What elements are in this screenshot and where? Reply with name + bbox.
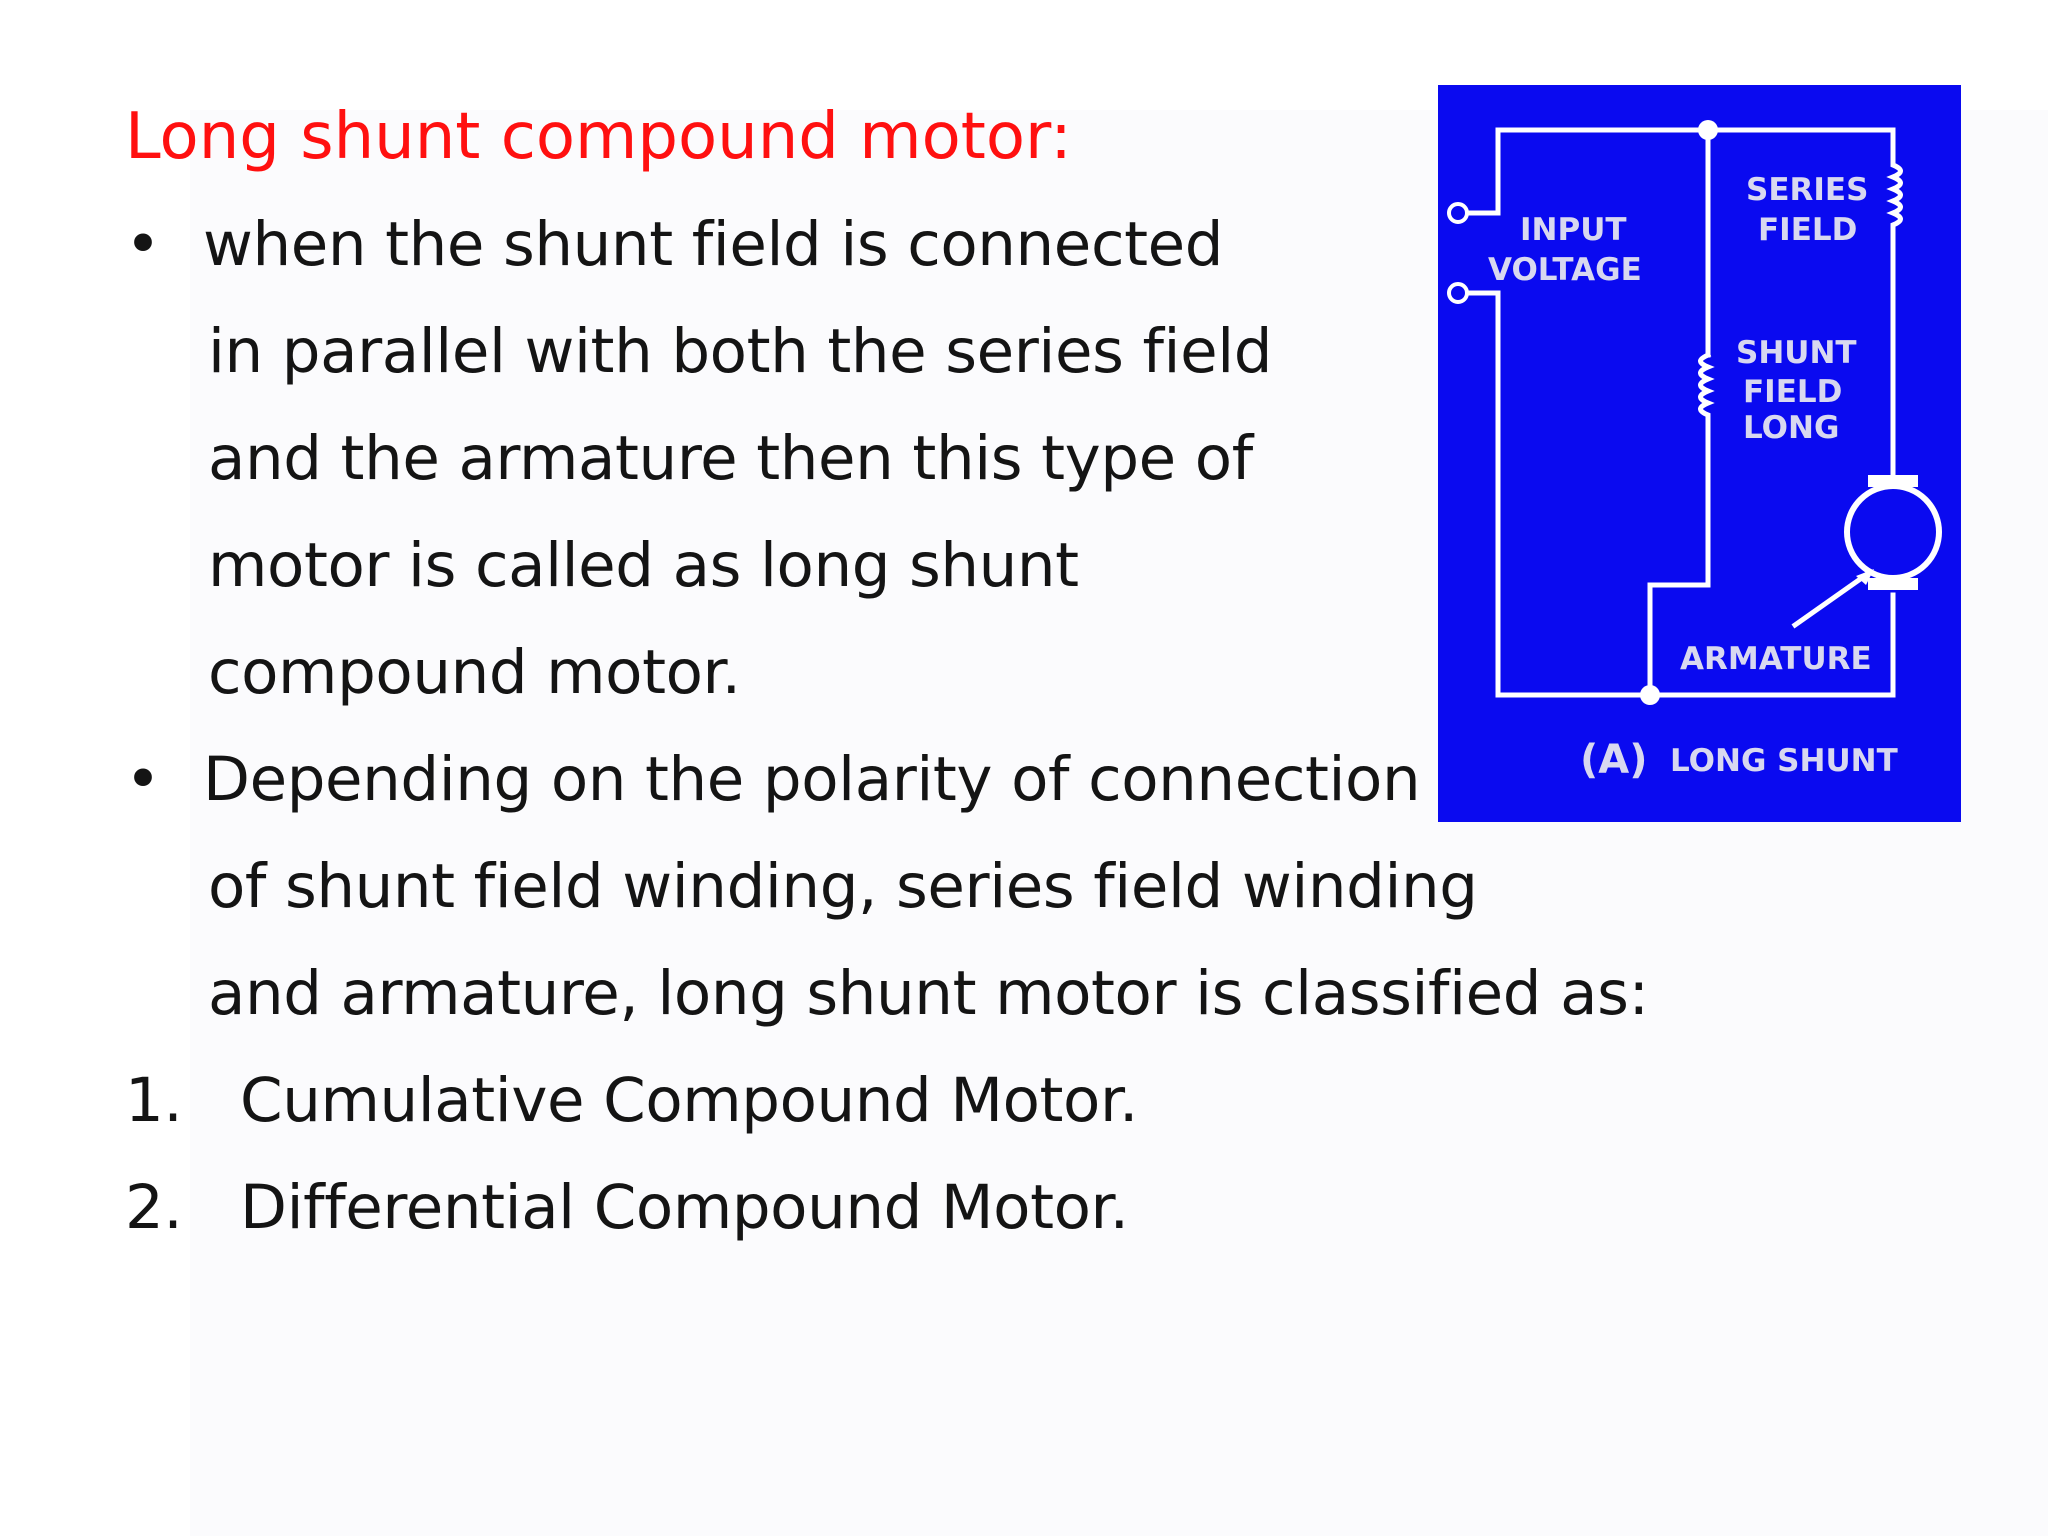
bullet-line: when the shunt field is connected [203,209,1224,280]
label-series-field: FIELD [1758,212,1857,248]
shunt-branch-bottom [1647,422,1711,698]
input-terminal-bottom [1447,282,1469,304]
bullet-item-2: • Depending on the polarity of connectio… [125,740,1525,820]
top-wire [1495,127,1896,216]
bullet-symbol: • [125,744,161,815]
armature-arrow-line [1791,571,1870,629]
bullet-line: of shunt field winding, series field win… [208,851,1478,922]
input-terminal-top [1447,202,1469,224]
list-number: 1. [125,1065,183,1136]
bullet-line: and the armature then this type of [208,423,1253,494]
list-text: Differential Compound Motor. [240,1172,1129,1243]
bullet-line: Depending on the polarity of connection [203,744,1421,815]
armature-circle [1844,483,1942,581]
armature-motor-symbol [1844,475,1942,590]
bullet-line: in parallel with both the series field [208,316,1273,387]
bullet-line: compound motor. [208,637,741,708]
label-voltage: VOLTAGE [1488,252,1642,288]
bullet-line: and armature, long shunt motor is classi… [208,958,1649,1029]
junction-dot-top [1698,120,1718,140]
label-shunt-field: FIELD [1743,374,1842,410]
brush-top [1868,475,1918,487]
label-series: SERIES [1746,172,1868,208]
caption-text: LONG SHUNT [1670,743,1898,779]
bullet-item-1: • when the shunt field is connected [125,205,1425,285]
shunt-field-coil [1698,351,1715,428]
long-shunt-circuit-diagram: INPUT VOLTAGE SERIES FIELD SHUNT FIELD L… [1438,85,1961,822]
bullet-line: motor is called as long shunt [208,530,1079,601]
bottom-wire [1495,290,1896,698]
brush-bottom [1868,578,1918,590]
numbered-item-2: 2. Differential Compound Motor. [125,1168,1325,1248]
numbered-item-1: 1. Cumulative Compound Motor. [125,1061,1325,1141]
caption-letter: (A) [1580,737,1648,783]
list-text: Cumulative Compound Motor. [240,1065,1139,1136]
bullet-symbol: • [125,209,161,280]
circuit-svg: INPUT VOLTAGE SERIES FIELD SHUNT FIELD L… [1447,120,1942,783]
circuit-wires [1463,127,1903,698]
label-shunt: SHUNT [1736,335,1857,371]
label-armature: ARMATURE [1680,641,1872,677]
label-input: INPUT [1520,212,1627,248]
slide-title: Long shunt compound motor: [125,100,1072,174]
arrow-head [1856,569,1874,585]
list-number: 2. [125,1172,183,1243]
series-field-coil [1886,137,1903,478]
label-shunt-long: LONG [1743,410,1839,446]
junction-dot-bottom [1640,685,1660,705]
